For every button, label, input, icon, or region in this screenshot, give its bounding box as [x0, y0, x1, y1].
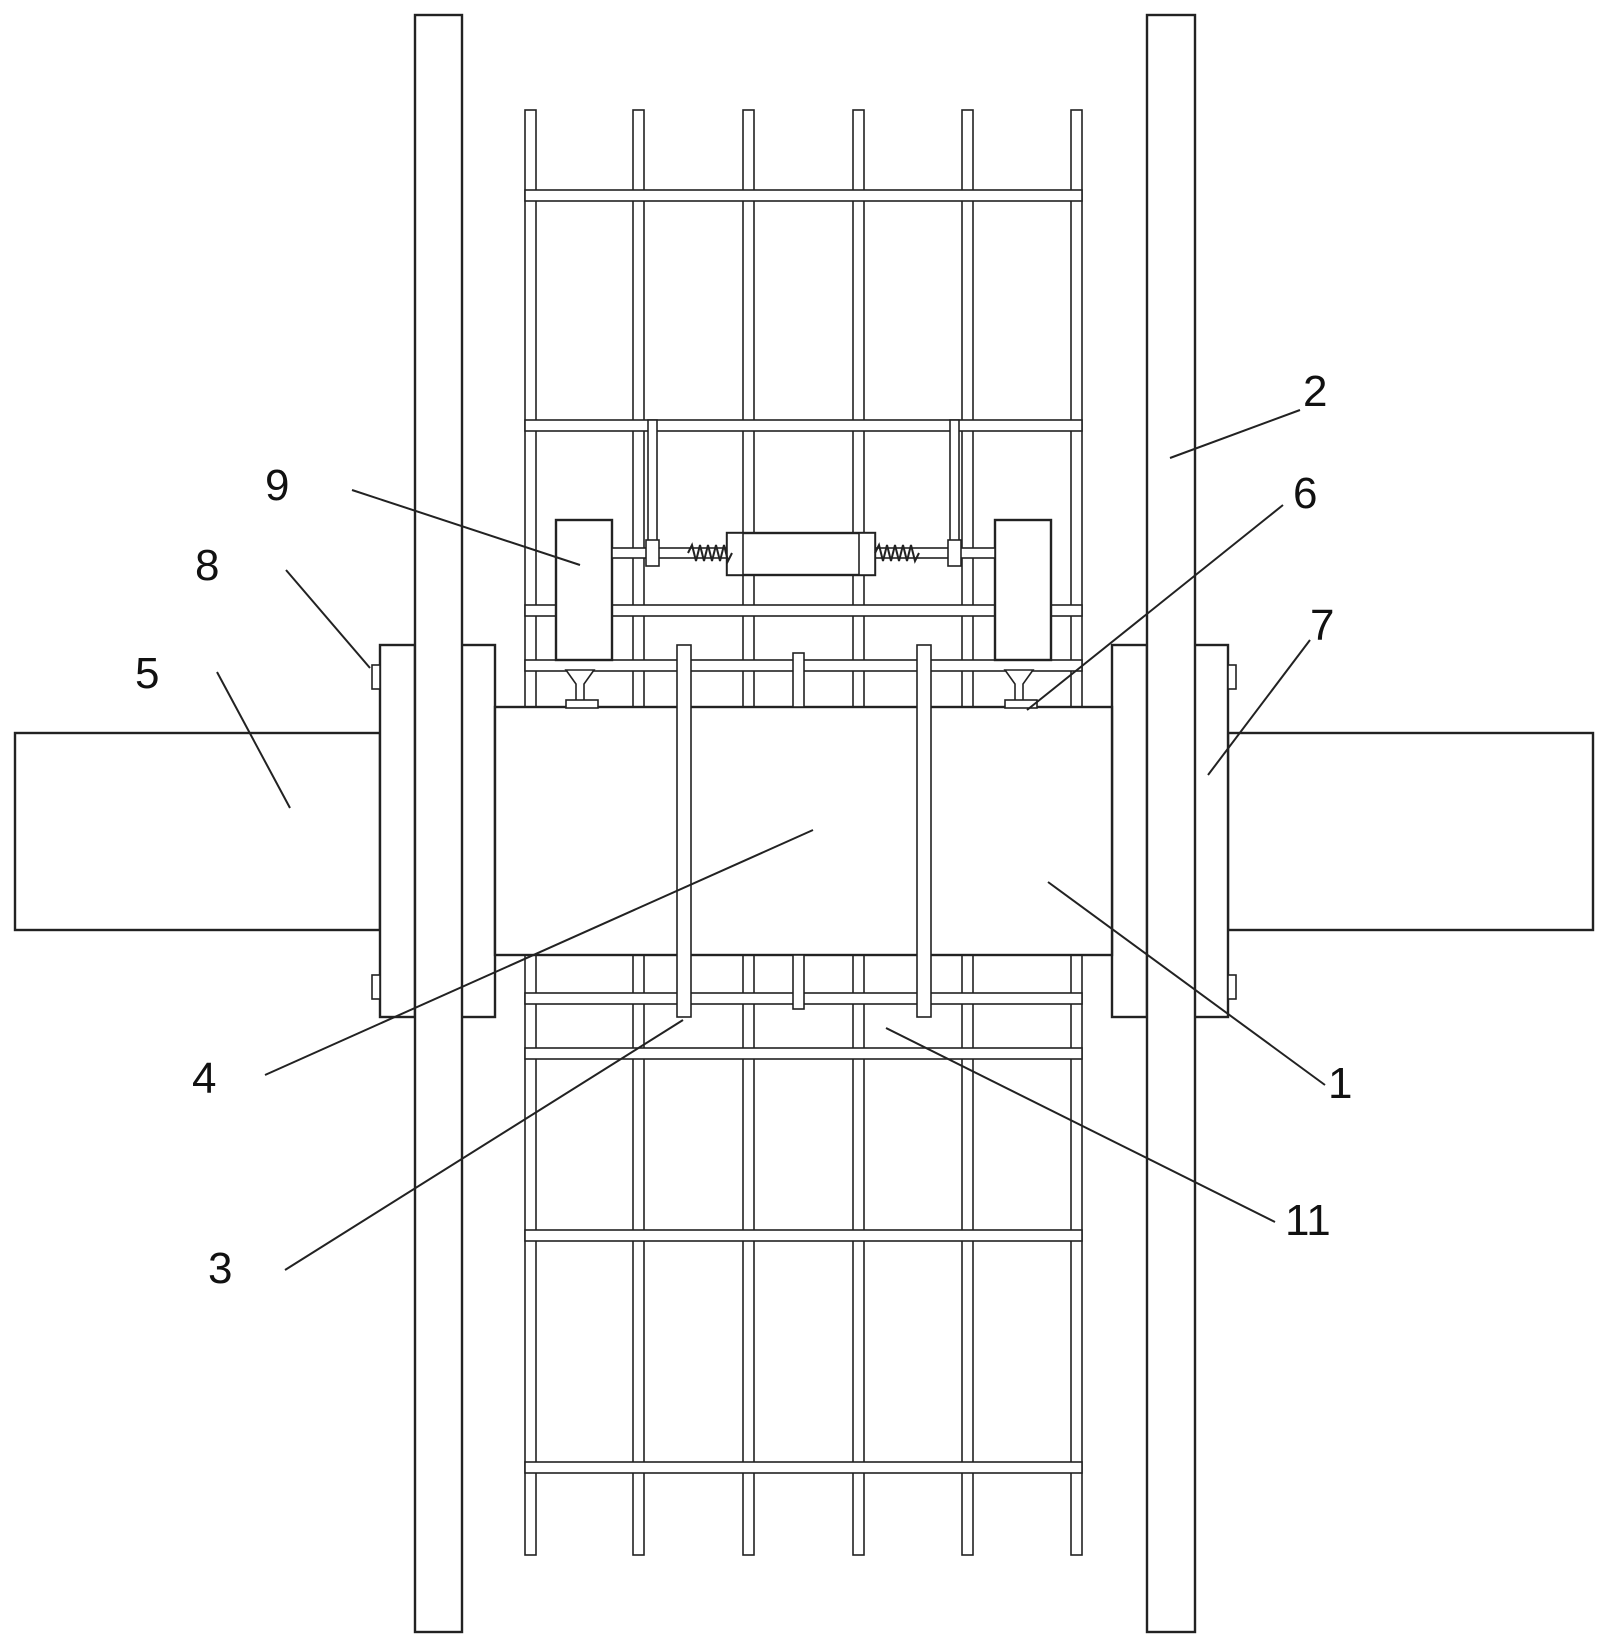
link-end [947, 539, 962, 567]
leader-6 [1026, 504, 1284, 711]
leader-4 [264, 829, 814, 1076]
right-clamp-block [993, 518, 1053, 662]
leader-11 [885, 1027, 1276, 1223]
upper-grid [524, 109, 1083, 708]
sleeve-collar [858, 532, 876, 576]
left-shaft [13, 731, 382, 932]
leader-7 [1207, 639, 1311, 776]
left-outer-flange [378, 643, 417, 1019]
pin [676, 644, 692, 1018]
label-1: 1 [1328, 1059, 1352, 1108]
label-9: 9 [265, 461, 289, 510]
label-3: 3 [208, 1244, 232, 1293]
lower-grid [524, 954, 1083, 1556]
bolt [1227, 664, 1237, 690]
right-inner-flange [1110, 643, 1149, 1019]
left-inner-flange [458, 643, 497, 1019]
label-6: 6 [1293, 469, 1317, 518]
left-foot [564, 669, 596, 703]
label-7: 7 [1310, 601, 1334, 650]
grid-rail [524, 604, 1083, 617]
leader-lines [216, 409, 1326, 1271]
center-sleeve [725, 531, 877, 577]
left-spring [687, 542, 733, 564]
leader-9 [351, 489, 581, 566]
leader-8 [285, 569, 371, 669]
right-foot [1003, 669, 1035, 703]
pin [916, 644, 932, 1018]
right-foot-pad [1004, 699, 1038, 709]
link-end [645, 539, 660, 567]
grid-rail [524, 189, 1083, 202]
label-5: 5 [135, 649, 159, 698]
left-post [413, 13, 464, 1634]
leader-3 [284, 1019, 684, 1271]
bolt [1227, 974, 1237, 1000]
leader-1 [1047, 881, 1326, 1086]
right-shaft [1226, 731, 1595, 932]
grid-rail [524, 1229, 1083, 1242]
grid-rail [524, 1047, 1083, 1060]
label-11: 11 [1285, 1196, 1331, 1245]
grid-rail [524, 419, 1083, 432]
right-post [1145, 13, 1197, 1634]
bolt [371, 974, 381, 1000]
right-spring [874, 542, 920, 564]
left-foot-pad [565, 699, 599, 709]
leader-5 [216, 671, 291, 809]
label-2: 2 [1303, 367, 1327, 416]
left-clamp-block [554, 518, 614, 662]
bolt [371, 664, 381, 690]
drum-body [493, 705, 1114, 957]
stub-pin [792, 954, 805, 1010]
sleeve-collar [726, 532, 744, 576]
grid-rail [524, 1461, 1083, 1474]
label-8: 8 [195, 541, 219, 590]
stub-pin [792, 652, 805, 708]
leader-2 [1169, 409, 1301, 459]
right-outer-flange [1191, 643, 1230, 1019]
label-4: 4 [192, 1054, 216, 1103]
